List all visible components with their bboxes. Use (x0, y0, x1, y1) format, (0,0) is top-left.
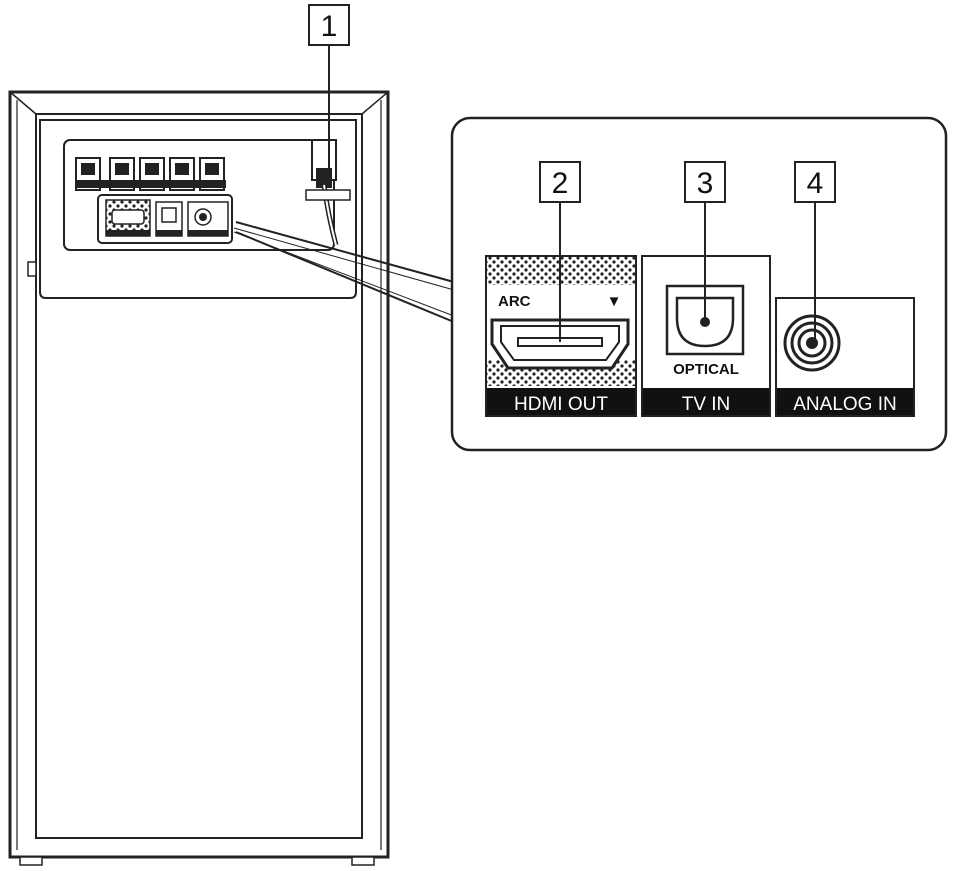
analog-in-label: ANALOG IN (793, 394, 896, 415)
callout-4-number: 4 (807, 167, 824, 200)
enlarged-connector-panel: ARC ▼ HDMI OUT OPTICAL TV IN ANAL (450, 116, 948, 452)
connector-panel-small (39, 119, 357, 299)
zoom-leader-lines (233, 221, 455, 323)
tv-in-optical-port: OPTICAL TV IN (641, 255, 771, 417)
callout-1-number: 1 (321, 10, 338, 43)
callout-3-number: 3 (697, 167, 714, 200)
speaker-terminals (75, 157, 226, 191)
optical-sublabel: OPTICAL (673, 361, 739, 378)
callout-2-number: 2 (552, 167, 569, 200)
hdmi-out-label: HDMI OUT (514, 394, 608, 415)
tv-in-label: TV IN (682, 394, 731, 415)
callout-4: 4 (794, 161, 836, 340)
callout-1: 1 (308, 4, 350, 170)
power-inlet (305, 139, 351, 246)
mini-connector-group (97, 194, 233, 244)
callout-3: 3 (684, 161, 726, 320)
callout-2: 2 (539, 161, 581, 342)
analog-in-port: ANALOG IN (775, 297, 915, 417)
hdmi-arc-label: ARC (498, 293, 531, 310)
hdmi-arrow-icon: ▼ (607, 293, 622, 310)
